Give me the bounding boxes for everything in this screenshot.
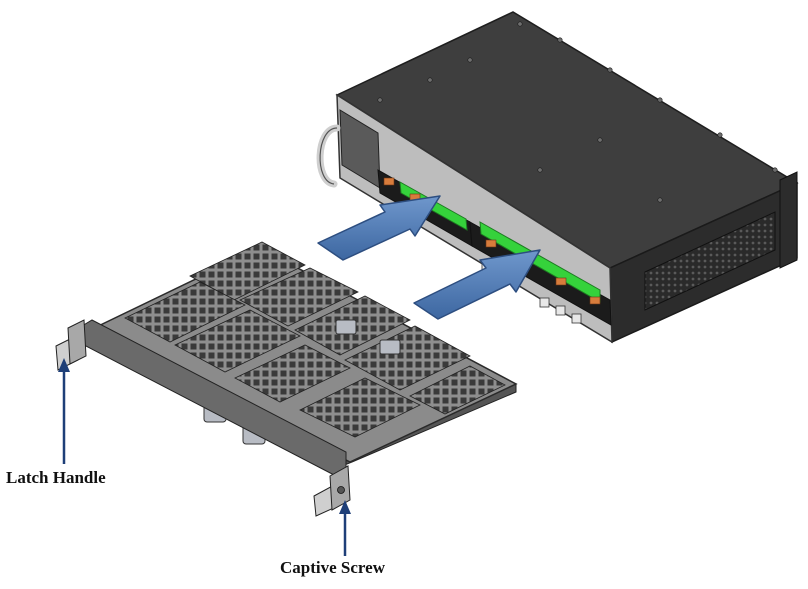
captive-screw-label: Captive Screw [280, 558, 385, 577]
latch-handle [55, 319, 87, 371]
callout-arrow-screw [339, 500, 351, 556]
captive-screw [313, 465, 351, 517]
latch-handle-label: Latch Handle [6, 468, 106, 487]
insert-arrow-upper [317, 195, 441, 261]
chassis-mounting-ear [779, 171, 798, 269]
card-vents [124, 241, 506, 438]
insert-arrow-lower [413, 249, 541, 320]
top-panel-screws [377, 21, 778, 203]
chassis-carry-handle [316, 124, 341, 188]
chassis [316, 11, 799, 344]
line-card [55, 241, 518, 517]
chassis-side-vent [644, 211, 776, 311]
callout-arrow-latch [58, 358, 70, 464]
